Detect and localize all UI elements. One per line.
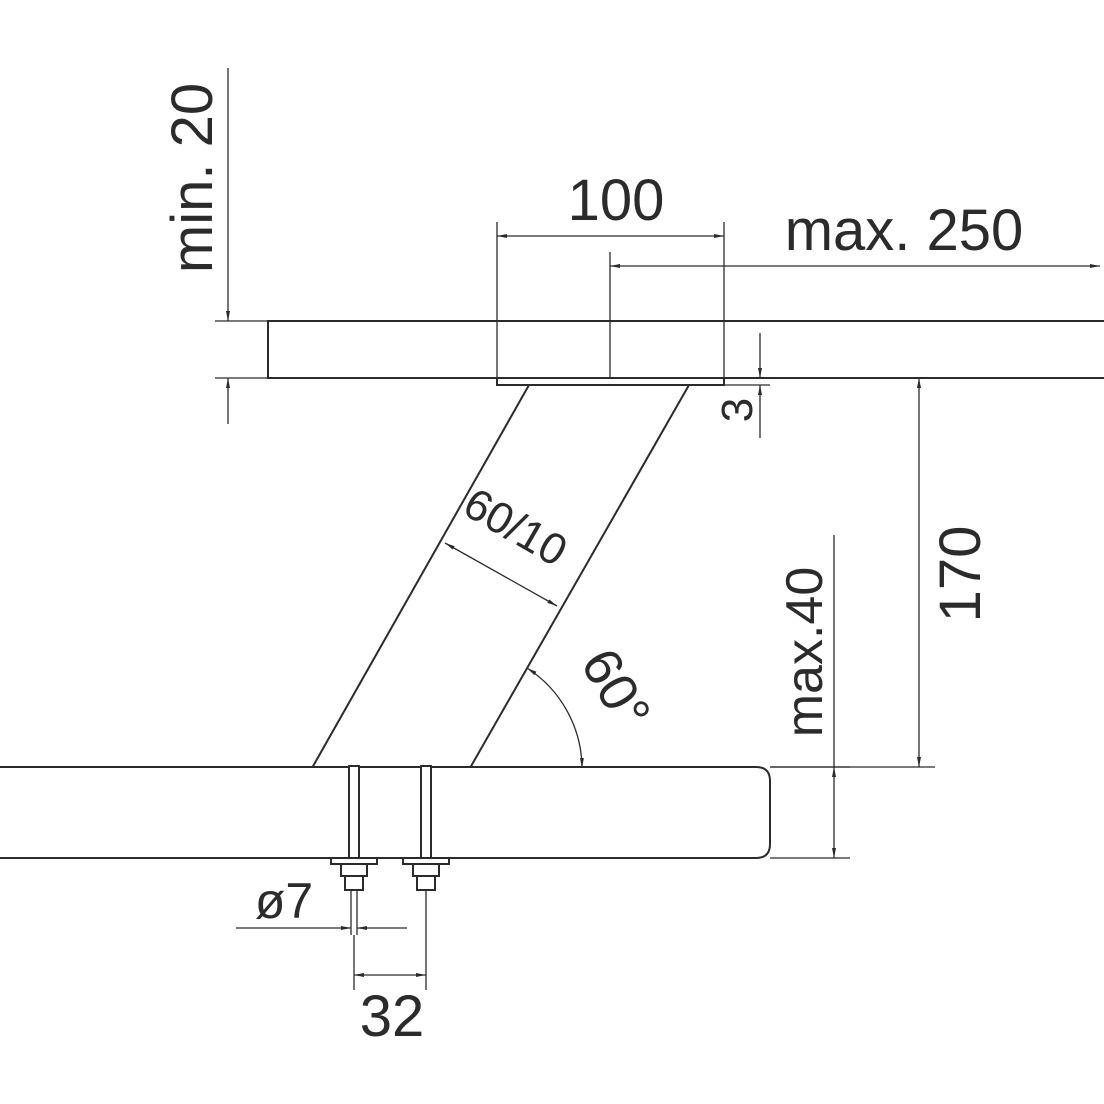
dim-plate-width bbox=[496, 222, 725, 378]
label-max-overhang: max. 250 bbox=[785, 198, 1024, 263]
label-height: 170 bbox=[928, 526, 993, 623]
label-bolt-diameter: ø7 bbox=[255, 873, 313, 929]
mounting-plate bbox=[496, 377, 725, 386]
label-bolt-spacing: 32 bbox=[360, 984, 425, 1049]
dim-profile bbox=[444, 542, 558, 607]
dim-max-overhang bbox=[609, 252, 1100, 378]
label-angle: 60° bbox=[569, 639, 662, 740]
dim-plate-thickness bbox=[724, 333, 770, 438]
dim-height bbox=[770, 378, 935, 768]
dim-min-clearance bbox=[215, 68, 268, 424]
dim-bolt-spacing bbox=[353, 935, 427, 990]
label-max-board: max.40 bbox=[776, 567, 834, 738]
bolt-right bbox=[402, 765, 450, 935]
base-board bbox=[0, 766, 771, 859]
label-min-clearance: min. 20 bbox=[160, 83, 225, 273]
dim-angle bbox=[526, 667, 584, 769]
label-plate-thickness: 3 bbox=[713, 398, 762, 422]
upper-board bbox=[267, 320, 1104, 379]
bolt-left bbox=[330, 765, 378, 935]
label-plate-width: 100 bbox=[568, 168, 665, 233]
